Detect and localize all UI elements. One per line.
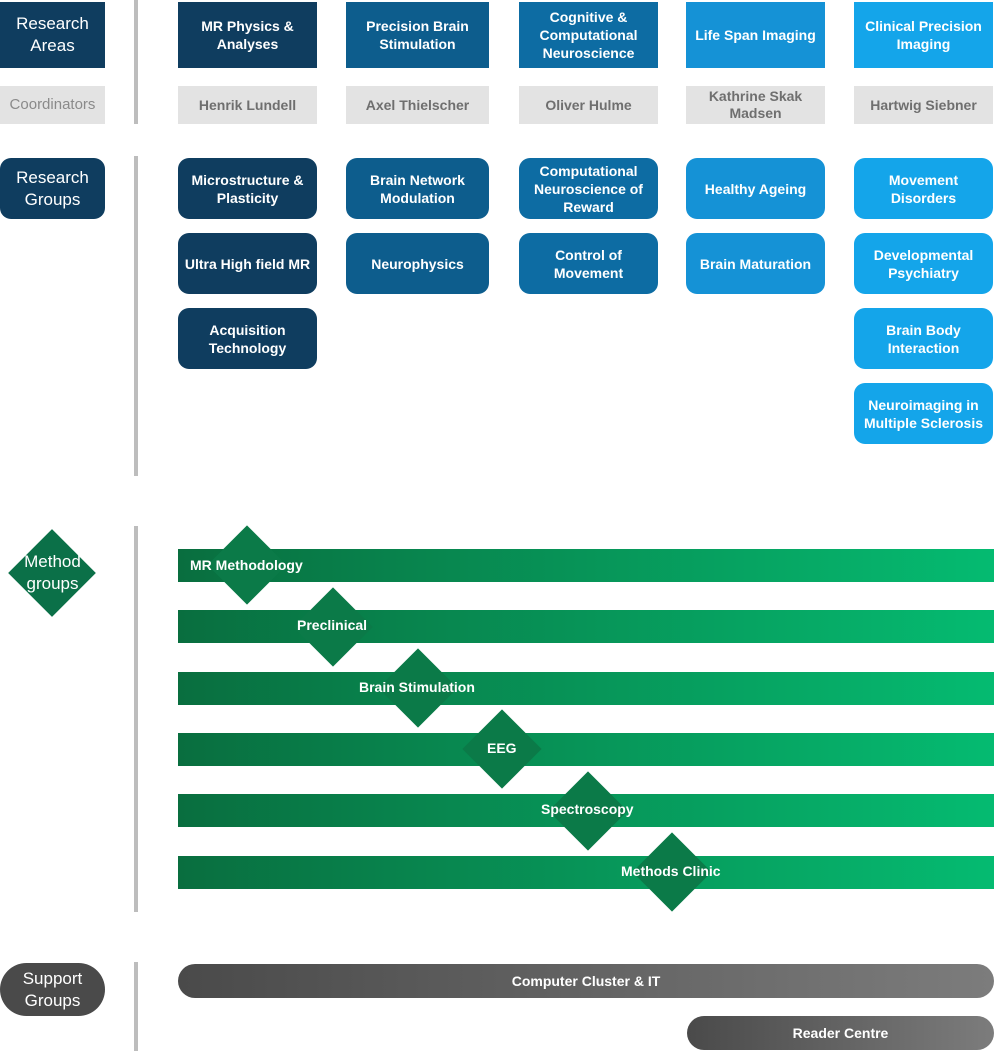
method-label: EEG [487,740,517,756]
research-area-clinical-precision-imaging: Clinical Precision Imaging [854,2,993,68]
coordinator-mr-physics: Henrik Lundell [178,86,317,124]
coordinator-precision-brain-stimulation: Axel Thielscher [346,86,489,124]
method-label: MR Methodology [190,557,303,573]
divider-groups [134,156,138,476]
research-area-life-span-imaging: Life Span Imaging [686,2,825,68]
research-group: Microstructure & Plasticity [178,158,317,219]
research-area-precision-brain-stimulation: Precision Brain Stimulation [346,2,489,68]
research-group: Ultra High field MR [178,233,317,294]
research-group: Healthy Ageing [686,158,825,219]
research-group: Brain Maturation [686,233,825,294]
coordinator-clinical-precision-imaging: Hartwig Siebner [854,86,993,124]
divider-research [134,0,138,124]
method-band-methods-clinic [178,856,994,889]
research-group: Neurophysics [346,233,489,294]
research-areas-label: Research Areas [0,2,105,68]
coordinator-life-span-imaging: Kathrine Skak Madsen [686,86,825,124]
coordinator-cognitive-neuroscience: Oliver Hulme [519,86,658,124]
research-group: Neuroimaging in Multiple Sclerosis [854,383,993,444]
research-group: Brain Body Interaction [854,308,993,369]
research-area-mr-physics: MR Physics & Analyses [178,2,317,68]
coordinators-label: Coordinators [0,86,105,124]
research-group: Movement Disorders [854,158,993,219]
support-group-reader-centre: Reader Centre [687,1016,994,1050]
research-group: Developmental Psychiatry [854,233,993,294]
research-group: Computational Neuroscience of Reward [519,158,658,219]
method-band-mr-methodology [178,549,994,582]
method-band-brain-stimulation [178,672,994,705]
research-group: Acquisition Technology [178,308,317,369]
method-label: Preclinical [297,617,368,633]
divider-support [134,962,138,1051]
research-area-cognitive-neuroscience: Cognitive & Computational Neuroscience [519,2,658,68]
method-band-eeg [178,733,994,766]
support-groups-label: Support Groups [0,963,105,1016]
divider-methods [134,526,138,912]
research-group: Control of Movement [519,233,658,294]
support-group-computer-cluster: Computer Cluster & IT [178,964,994,998]
research-group: Brain Network Modulation [346,158,489,219]
method-groups-label: Method groups [24,552,81,593]
research-groups-label: Research Groups [0,158,105,219]
method-label: Methods Clinic [621,863,721,879]
method-label: Brain Stimulation [359,679,475,695]
method-label: Spectroscopy [541,801,634,817]
